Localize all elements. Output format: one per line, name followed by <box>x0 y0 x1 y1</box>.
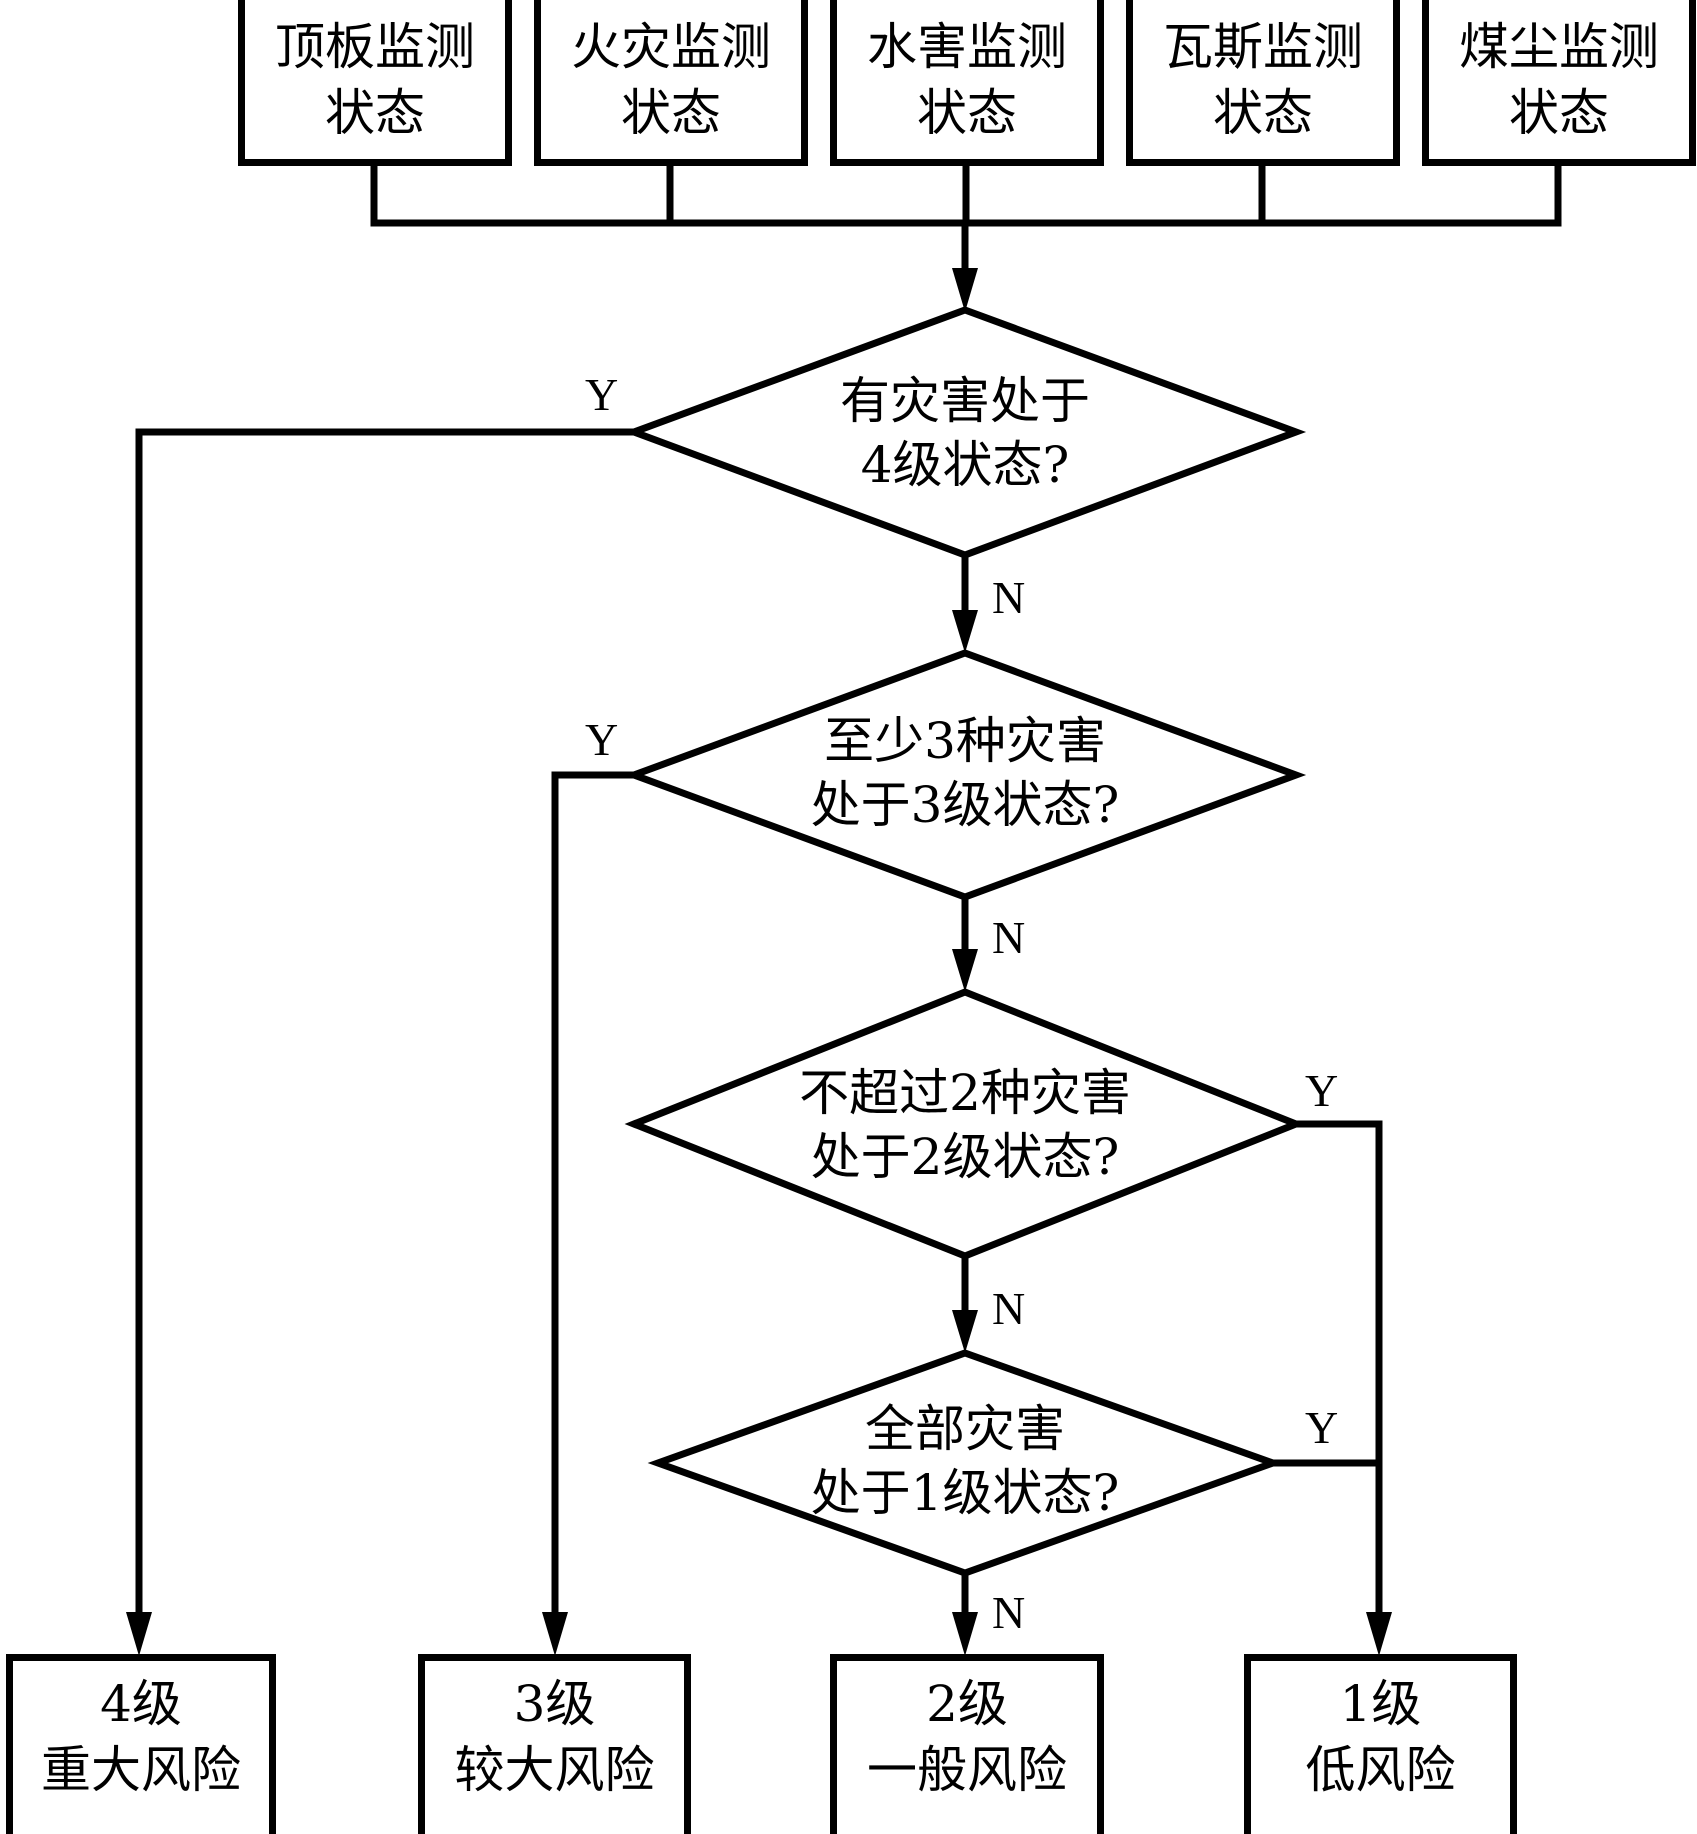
decision-line: 全部灾害 <box>865 1400 1065 1458</box>
yes-label-2: Y <box>585 714 619 765</box>
outcome-level: 3级 <box>513 1675 596 1733</box>
decision-line: 4级状态? <box>860 436 1070 494</box>
outcome-risk: 较大风险 <box>454 1741 655 1799</box>
no-label-1: N <box>992 572 1026 623</box>
input-label: 状态 <box>621 83 721 142</box>
arrowhead <box>542 1612 568 1656</box>
arrowhead <box>126 1612 152 1656</box>
input-label: 状态 <box>1509 83 1609 142</box>
decision-text-2: 至少3种灾害 处于3级状态? <box>700 712 1230 834</box>
decision-text-4: 全部灾害 处于1级状态? <box>700 1400 1230 1522</box>
arrowhead <box>952 1612 978 1656</box>
input-label: 状态 <box>917 83 1017 142</box>
input-label: 水害监测 <box>867 17 1067 76</box>
decision-line: 不超过2种灾害 <box>799 1064 1131 1122</box>
outcome-level: 2级 <box>926 1675 1008 1733</box>
decision-text-3: 不超过2种灾害 处于2级状态? <box>700 1064 1230 1186</box>
yes-label-1: Y <box>585 369 619 420</box>
arrowhead <box>1366 1612 1392 1656</box>
input-label: 状态 <box>325 83 425 142</box>
outcome-box-level-1: 1级 低风险 <box>1244 1654 1517 1834</box>
yes-connector-1 <box>135 428 638 1624</box>
input-box-coal-dust: 煤尘监测 状态 <box>1422 0 1696 166</box>
no-label-2: N <box>992 912 1026 963</box>
yes-label-4: Y <box>1305 1402 1339 1453</box>
yes-connector-3 <box>1292 1120 1383 1624</box>
outcome-level: 1级 <box>1339 1675 1422 1733</box>
input-box-gas: 瓦斯监测 状态 <box>1126 0 1400 166</box>
arrowhead <box>952 610 978 653</box>
decision-line: 处于2级状态? <box>810 1128 1120 1186</box>
no-label-4: N <box>992 1587 1026 1638</box>
input-label: 顶板监测 <box>275 17 475 76</box>
outcome-risk: 重大风险 <box>41 1741 241 1799</box>
outcome-box-level-2: 2级 一般风险 <box>830 1654 1104 1834</box>
arrowhead <box>952 949 978 992</box>
decision-text-1: 有灾害处于 4级状态? <box>700 372 1230 494</box>
decision-line: 至少3种灾害 <box>824 712 1106 770</box>
yes-label-3: Y <box>1305 1065 1339 1116</box>
outcome-risk: 一般风险 <box>867 1741 1067 1799</box>
arrowhead <box>952 1310 978 1353</box>
outcome-box-level-3: 3级 较大风险 <box>418 1654 691 1834</box>
input-box-roof: 顶板监测 状态 <box>238 0 512 166</box>
decision-line: 有灾害处于 <box>840 372 1090 430</box>
outcome-box-level-4: 4级 重大风险 <box>6 1654 276 1834</box>
outcome-level: 4级 <box>100 1675 182 1733</box>
arrowhead <box>952 268 978 312</box>
input-box-water: 水害监测 状态 <box>830 0 1104 166</box>
outcome-risk: 低风险 <box>1305 1741 1456 1799</box>
decision-line: 处于1级状态? <box>810 1464 1120 1522</box>
decision-line: 处于3级状态? <box>810 776 1120 834</box>
input-box-fire: 火灾监测 状态 <box>534 0 808 166</box>
no-label-3: N <box>992 1283 1026 1334</box>
yes-connector-2 <box>551 771 638 1624</box>
input-label: 煤尘监测 <box>1459 17 1659 76</box>
input-label: 火灾监测 <box>571 17 771 76</box>
input-label: 状态 <box>1213 83 1313 142</box>
input-label: 瓦斯监测 <box>1163 17 1363 76</box>
